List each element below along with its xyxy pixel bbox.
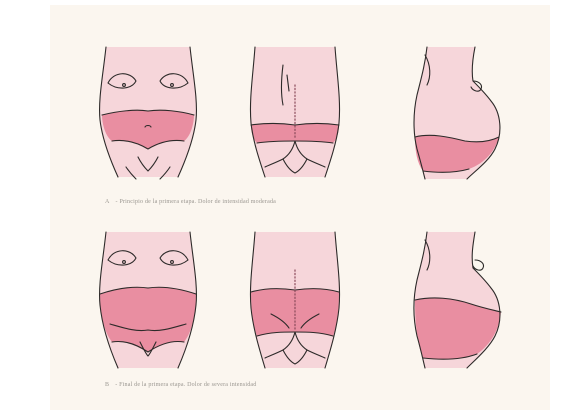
- illustration-sheet: A - Principio de la primera etapa. Dolor …: [50, 5, 550, 410]
- caption-a: A - Principio de la primera etapa. Dolor …: [105, 199, 276, 205]
- figure-a-back-view: [235, 45, 355, 180]
- figure-a-front-view: [88, 45, 208, 180]
- caption-a-text: - Principio de la primera etapa. Dolor d…: [116, 199, 276, 205]
- figure-b-side-view: [395, 230, 515, 370]
- figure-b-back-view: [235, 230, 355, 370]
- caption-b-text: - Final de la primera etapa. Dolor de se…: [115, 382, 256, 388]
- figure-a-side-view: [395, 45, 515, 180]
- caption-b-label: B: [105, 382, 109, 388]
- caption-a-label: A: [105, 199, 110, 205]
- caption-b: B - Final de la primera etapa. Dolor de s…: [105, 382, 257, 388]
- figure-b-front-view: [88, 230, 208, 370]
